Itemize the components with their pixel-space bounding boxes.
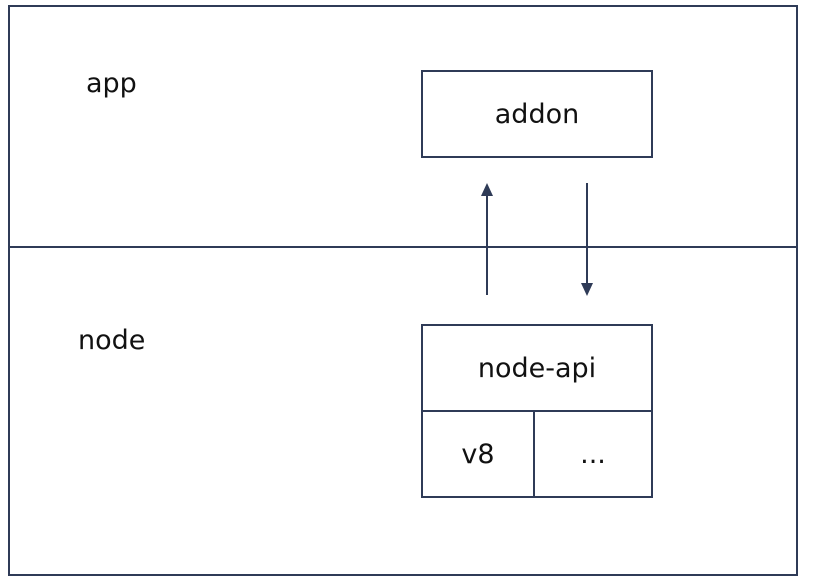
node-api-box: node-api: [421, 324, 653, 412]
diagram-frame: [8, 5, 798, 576]
addon-box: addon: [421, 70, 653, 158]
app-layer-label: app: [86, 68, 137, 99]
node-layer-label: node: [78, 325, 146, 356]
v8-box: v8: [421, 410, 535, 498]
layer-divider: [8, 246, 798, 248]
ellipsis-box: ...: [533, 410, 653, 498]
